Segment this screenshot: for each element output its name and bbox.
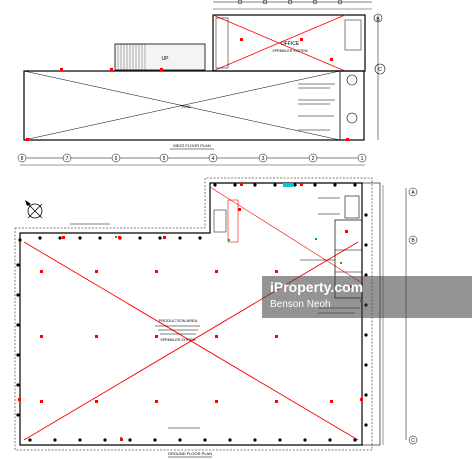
grid-bubble-label: 2 bbox=[312, 156, 315, 162]
mezz-grid-ticks bbox=[237, 0, 343, 5]
green-markers bbox=[115, 236, 362, 439]
mezz-floor-title: MEZZ FLOOR PLAN bbox=[173, 143, 210, 148]
grid-bubble-label: 1 bbox=[361, 156, 364, 162]
mezz-void-label: VOID bbox=[181, 104, 191, 109]
production-sprinkler-label: SPRINKLER SYSTEM bbox=[160, 338, 195, 342]
mezz-grid-letter: C bbox=[378, 67, 382, 73]
cyan-marker bbox=[283, 183, 293, 187]
svg-text:B: B bbox=[376, 17, 380, 23]
north-arrow-icon bbox=[25, 200, 43, 219]
ground-side-bubbles: A B C bbox=[408, 187, 418, 445]
ground-floor-title: GROUND FLOOR PLAN bbox=[168, 451, 212, 456]
grid-bubble-label: 6 bbox=[115, 156, 118, 162]
mezz-office-sprinkler-note: SPRINKLER SYSTEM bbox=[272, 49, 307, 53]
mezz-office-label: OFFICE bbox=[281, 41, 300, 47]
perimeter-columns bbox=[16, 183, 368, 442]
watermark-banner: iProperty.com Benson Neoh bbox=[262, 276, 472, 318]
grid-letter-label: B bbox=[411, 238, 415, 244]
grid-bubble-label: 8 bbox=[21, 156, 24, 162]
grid-letter-label: C bbox=[411, 438, 415, 444]
grid-bubble-label: 5 bbox=[163, 156, 166, 162]
grid-bubble-label: 7 bbox=[66, 156, 69, 162]
grid-bubble-label: 4 bbox=[212, 156, 215, 162]
watermark-agent: Benson Neoh bbox=[270, 299, 331, 310]
watermark-brand: iProperty.com bbox=[270, 279, 364, 295]
grid-letter-label: A bbox=[411, 190, 415, 196]
grid-bubble-label: 3 bbox=[262, 156, 265, 162]
svg-text:UP: UP bbox=[162, 56, 170, 62]
mezz-floor-plan: B C UP OFFICE SPRINKLER SYSTEM bbox=[23, 0, 386, 150]
ground-grid-bubbles: 8 7 6 5 4 3 2 1 bbox=[17, 153, 367, 163]
production-area-label: PRODUCTION AREA bbox=[159, 318, 198, 323]
